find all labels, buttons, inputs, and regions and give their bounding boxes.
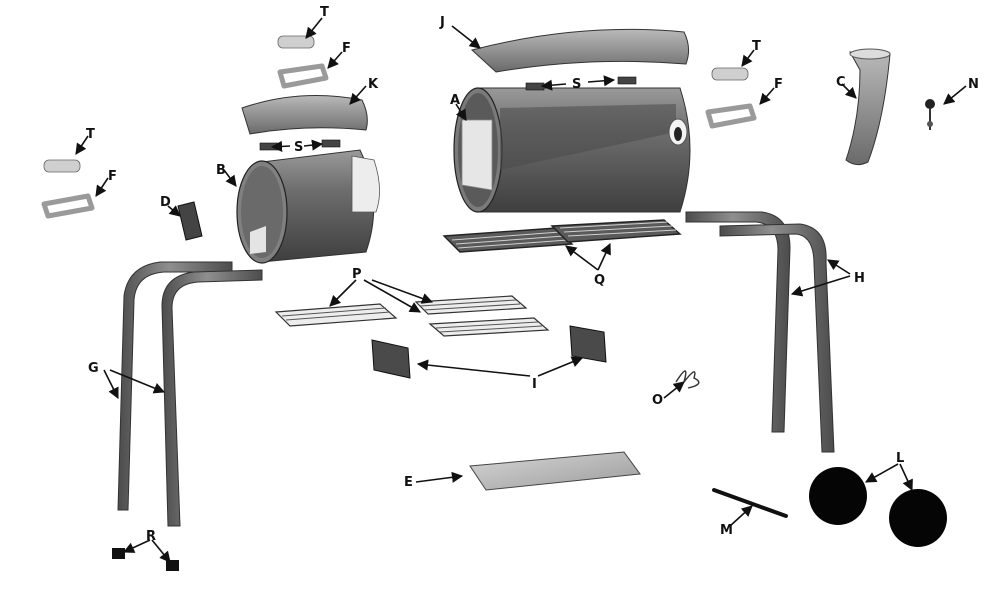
charcoal-tray <box>469 451 641 491</box>
main-chamber <box>453 87 691 213</box>
label-h: H <box>854 271 865 286</box>
damper <box>925 99 935 130</box>
label-a: A <box>450 93 460 108</box>
label-o: O <box>652 393 663 408</box>
label-s-firebox: S <box>294 140 303 155</box>
label-n: N <box>968 77 979 92</box>
label-m: M <box>720 523 733 538</box>
label-b: B <box>216 163 226 178</box>
label-s-main: S <box>572 77 581 92</box>
side-panels <box>371 325 607 379</box>
label-j: J <box>439 15 445 30</box>
air-damper <box>177 201 203 241</box>
label-l: L <box>896 451 904 466</box>
label-r: R <box>146 529 156 544</box>
label-c: C <box>836 75 846 90</box>
cooking-grates <box>442 219 682 253</box>
label-t-top: T <box>320 5 329 20</box>
label-p: P <box>352 267 362 282</box>
firebox-lid <box>241 95 368 135</box>
label-t-left: T <box>86 127 95 142</box>
label-t-right: T <box>752 39 761 54</box>
axle <box>712 488 788 518</box>
label-k: K <box>368 77 379 92</box>
smoke-stack <box>845 48 891 166</box>
springs <box>43 35 749 173</box>
label-f-top: F <box>342 41 351 56</box>
label-e: E <box>404 475 413 490</box>
label-g: G <box>88 361 99 376</box>
label-f-right: F <box>774 77 783 92</box>
feet <box>112 548 179 571</box>
firebox <box>236 149 380 264</box>
label-q: Q <box>594 273 605 288</box>
label-d: D <box>160 195 171 210</box>
label-f-left: F <box>108 169 117 184</box>
main-chamber-lid <box>470 28 690 73</box>
hook <box>675 370 700 389</box>
part-labels: T F K S B D T F J S A T F C N P Q H I G … <box>86 5 979 544</box>
legs-right <box>685 211 835 453</box>
legs-left <box>117 261 263 527</box>
callout-arrows <box>75 17 967 563</box>
handles <box>41 63 757 219</box>
label-i: I <box>532 377 537 392</box>
firebox-grates <box>274 295 550 337</box>
wheels <box>809 467 947 547</box>
